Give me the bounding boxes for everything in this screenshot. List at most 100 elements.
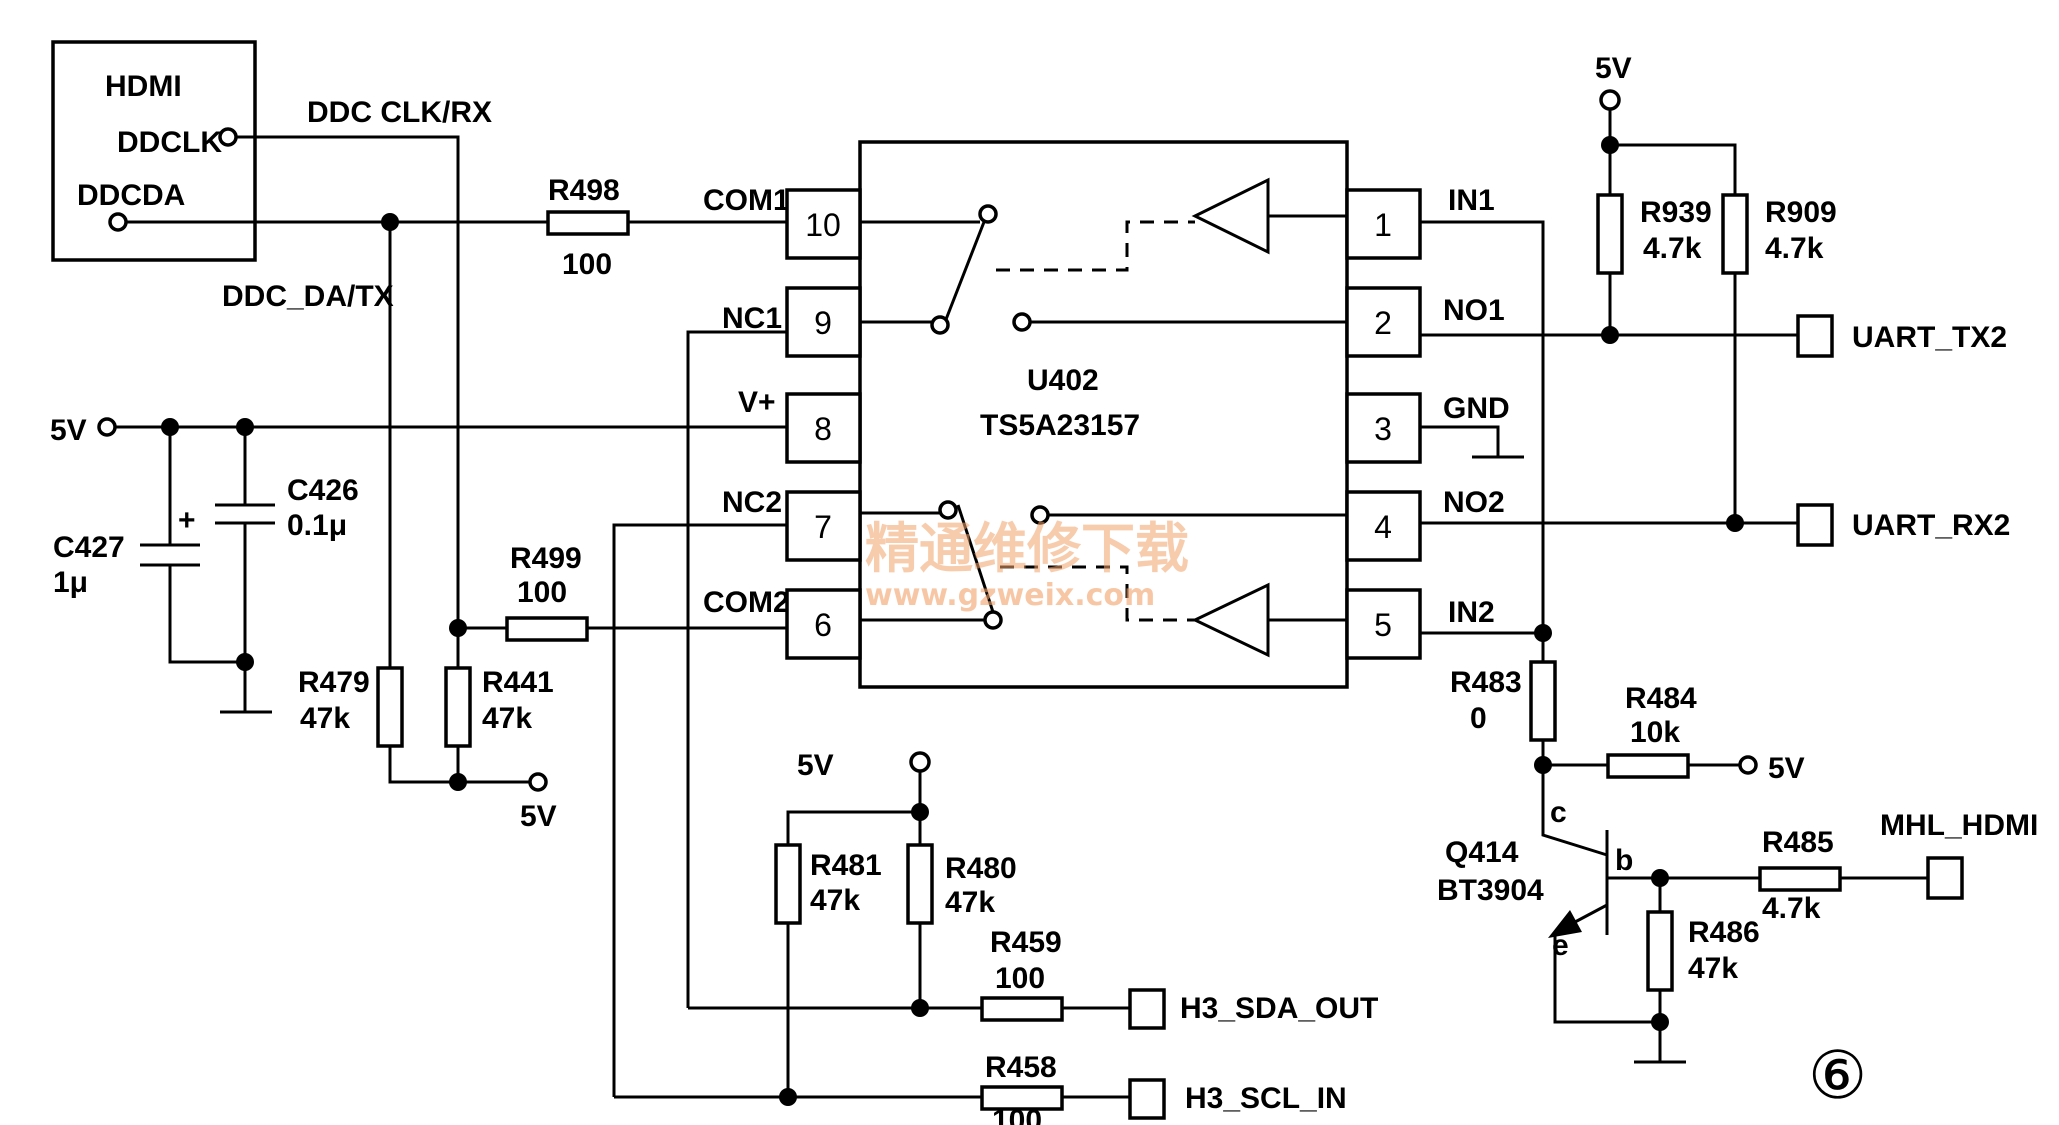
junction	[236, 653, 254, 671]
sw2-com-contact	[983, 610, 1003, 630]
r499-ref: R499	[510, 542, 582, 575]
wire-emitter-ground	[1553, 935, 1660, 1024]
net-in2: IN2	[1448, 596, 1495, 629]
r441-ref: R441	[482, 666, 554, 699]
transistor-q414-collector	[1541, 818, 1608, 857]
c427-plus: +	[178, 504, 196, 537]
wire-in1	[1420, 220, 1545, 628]
pin-7-label: 7	[814, 509, 832, 545]
resistor-r480	[906, 843, 934, 925]
q414-e-label: e	[1552, 929, 1569, 962]
r459-value: 100	[995, 962, 1045, 995]
junction	[1651, 1013, 1669, 1031]
pin-8-label: 8	[814, 411, 832, 447]
pin-5	[1345, 588, 1422, 660]
sw1-nc-contact	[930, 315, 950, 335]
port-mhl-hdmi-label: MHL_HDMI	[1880, 809, 2038, 842]
hdmi-ddclk-label: DDCLK	[117, 126, 222, 159]
pin-2	[1345, 286, 1422, 358]
resistor-r498	[546, 210, 630, 236]
v5-terminal-left	[97, 417, 117, 437]
watermark-cn: 精通维修下载	[865, 517, 1189, 580]
v5-label-top: 5V	[1595, 52, 1632, 85]
wire-pullup-top	[786, 810, 922, 845]
pin-6-label: 6	[814, 607, 832, 643]
port-uart-tx2-label: UART_TX2	[1852, 321, 2007, 354]
resistor-r909	[1721, 193, 1749, 275]
pin-4	[1345, 490, 1422, 562]
pin-1-label: 1	[1374, 207, 1392, 243]
r459-ref: R459	[990, 926, 1062, 959]
hdmi-connector	[51, 40, 257, 262]
r485-value: 4.7k	[1762, 892, 1821, 925]
pin-3-label: 3	[1374, 411, 1392, 447]
port-mhl-hdmi	[1926, 856, 1964, 900]
q414-ref: Q414	[1445, 836, 1519, 869]
v5-label-r441: 5V	[520, 800, 557, 833]
ddcda-terminal	[108, 212, 128, 232]
wire-nc1	[686, 330, 787, 1008]
junction	[779, 1088, 797, 1106]
r481-ref: R481	[810, 849, 882, 882]
junction	[1601, 326, 1619, 344]
v5-terminal-top	[1599, 89, 1621, 111]
resistor-r441	[444, 666, 472, 748]
r498-value: 100	[562, 248, 612, 281]
r479-value: 47k	[300, 702, 350, 735]
net-no1: NO1	[1443, 294, 1505, 327]
wire-r479-bottom	[388, 746, 530, 784]
resistor-r484	[1606, 753, 1690, 779]
r499-value: 100	[517, 576, 567, 609]
wire-ddc-clk	[236, 135, 460, 628]
ddclk-terminal	[218, 127, 238, 147]
pin-1	[1345, 188, 1422, 260]
hdmi-title: HDMI	[105, 70, 182, 103]
sw1-no-contact	[1012, 312, 1032, 332]
v5-label-r484: 5V	[1768, 752, 1805, 785]
r480-value: 47k	[945, 886, 995, 919]
port-uart-rx2-label: UART_RX2	[1852, 509, 2010, 542]
q414-b-label: b	[1615, 844, 1633, 877]
hdmi-ddcda-label: DDCDA	[77, 179, 185, 212]
r498-ref: R498	[548, 174, 620, 207]
port-uart-tx2	[1796, 314, 1834, 358]
r909-ref: R909	[1765, 196, 1837, 229]
net-com1: COM1	[703, 184, 790, 217]
r481-value: 47k	[810, 884, 860, 917]
port-h3-scl-in	[1128, 1078, 1166, 1120]
chip-part: TS5A23157	[980, 409, 1140, 442]
net-vplus: V+	[738, 386, 776, 419]
pin-10-label: 10	[805, 207, 841, 243]
pin-10	[785, 188, 862, 260]
net-gnd: GND	[1443, 392, 1510, 425]
r909-value: 4.7k	[1765, 232, 1824, 265]
net-com2: COM2	[703, 586, 790, 619]
pin-7	[785, 490, 862, 562]
r939-ref: R939	[1640, 196, 1712, 229]
port-h3-sda-out-label: H3_SDA_OUT	[1180, 992, 1378, 1025]
pin-6	[785, 588, 862, 660]
sw1-blade	[943, 221, 986, 323]
r484-value: 10k	[1630, 716, 1680, 749]
net-nc1: NC1	[722, 302, 782, 335]
resistor-r485	[1758, 866, 1842, 892]
v5-label-left: 5V	[50, 414, 87, 447]
resistor-r481	[774, 843, 802, 925]
c427-ref: C427	[53, 531, 125, 564]
r483-ref: R483	[1450, 666, 1522, 699]
net-in1: IN1	[1448, 184, 1495, 217]
r458-ref: R458	[985, 1051, 1057, 1084]
c426-value: 0.1μ	[287, 509, 347, 542]
q414-c-label: c	[1550, 796, 1567, 829]
v5-terminal-bottom	[909, 751, 931, 773]
r483-value: 0	[1470, 702, 1487, 735]
r484-ref: R484	[1625, 682, 1697, 715]
v5-terminal-r441	[528, 772, 548, 792]
wire-gnd	[1420, 425, 1500, 457]
r486-ref: R486	[1688, 916, 1760, 949]
sw1-com-contact	[978, 204, 998, 224]
pin-9	[785, 286, 862, 358]
port-h3-sda-out	[1128, 988, 1166, 1030]
resistor-r939	[1596, 193, 1624, 275]
